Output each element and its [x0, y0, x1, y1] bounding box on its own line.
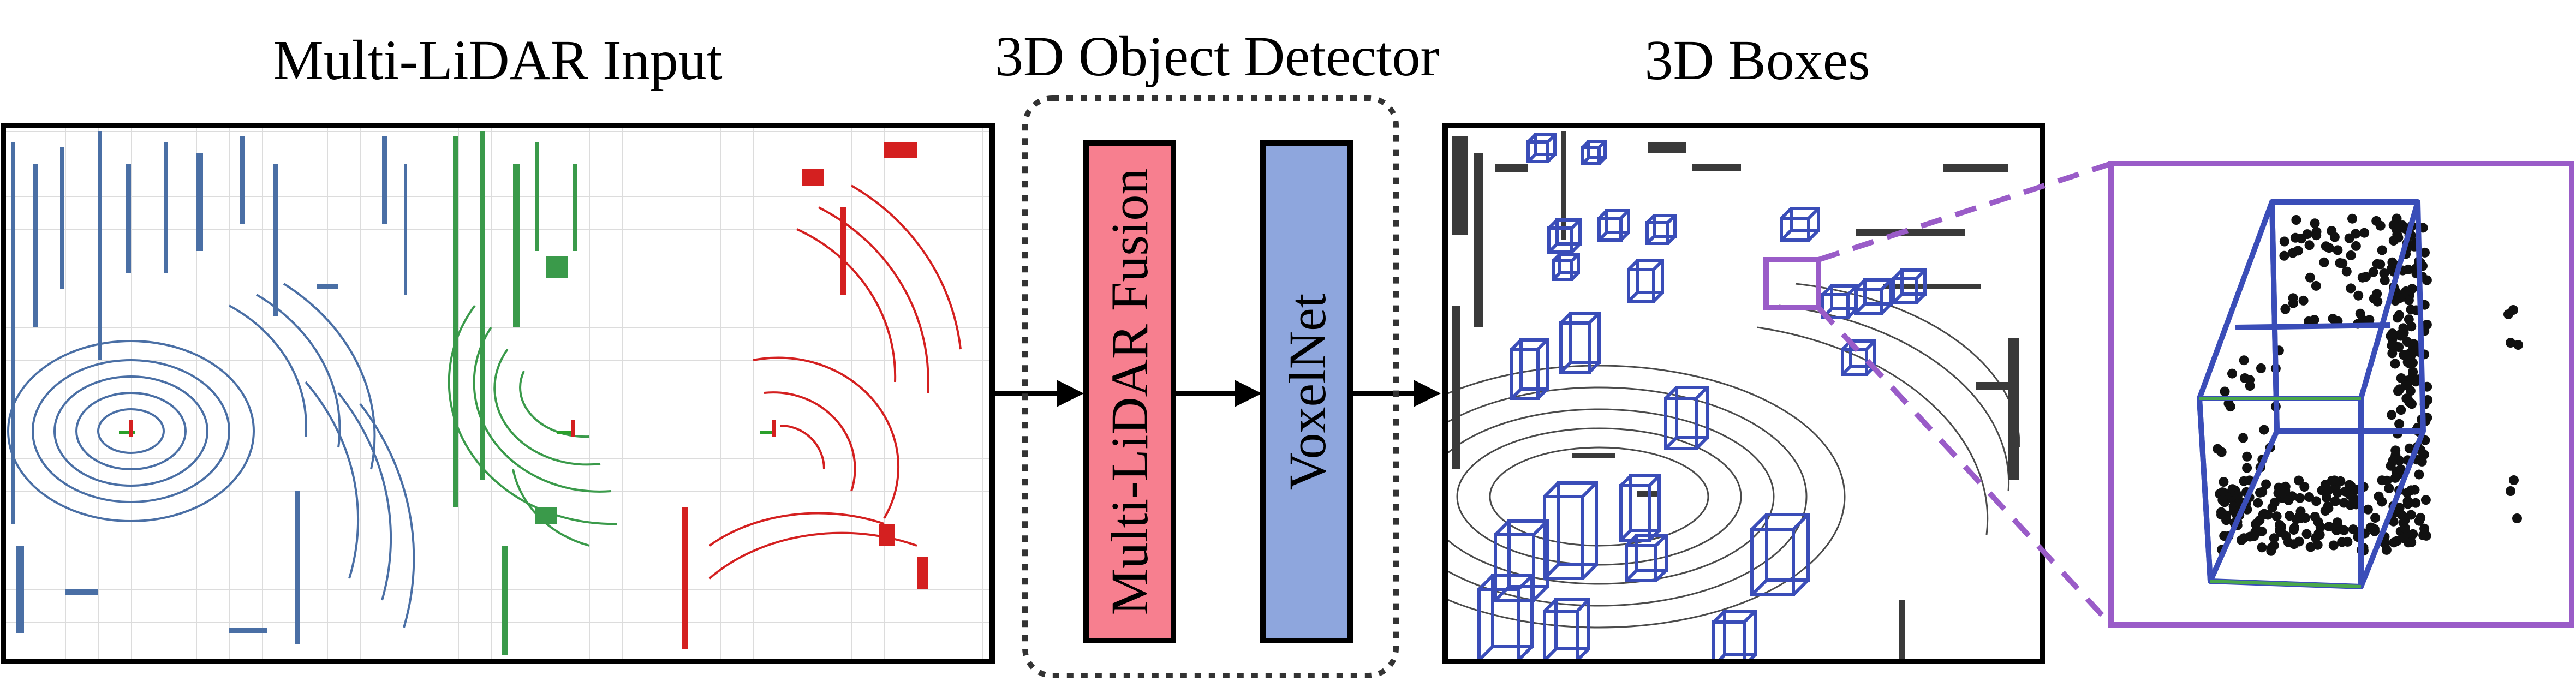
voxelnet-block-label: VoxelNet	[1278, 293, 1337, 490]
output-title: 3D Boxes	[1644, 29, 1870, 92]
fusion-block: Multi-LiDAR Fusion	[1083, 140, 1176, 643]
lidar-point-clouds	[7, 131, 962, 655]
zoomed-3d-box	[2197, 199, 2426, 589]
blue-lidar-scan	[7, 283, 415, 628]
detection-boxes	[1477, 133, 1927, 661]
flow-arrows	[995, 380, 1441, 407]
sensor-origin-markers	[119, 420, 776, 437]
input-title: Multi-LiDAR Input	[273, 29, 722, 92]
detector-dashed-container	[1022, 95, 1399, 678]
fusion-block-label: Multi-LiDAR Fusion	[1100, 169, 1159, 616]
highlighted-detection	[1763, 257, 1821, 310]
zoom-connectors	[1816, 161, 2113, 627]
zoomed-detection-panel	[2108, 161, 2574, 628]
voxelnet-block: VoxelNet	[1260, 140, 1353, 643]
detector-title: 3D Object Detector	[995, 25, 1439, 88]
multi-lidar-input-panel	[1, 123, 995, 664]
detected-boxes-panel	[1442, 123, 2045, 664]
red-lidar-scan	[708, 184, 962, 580]
